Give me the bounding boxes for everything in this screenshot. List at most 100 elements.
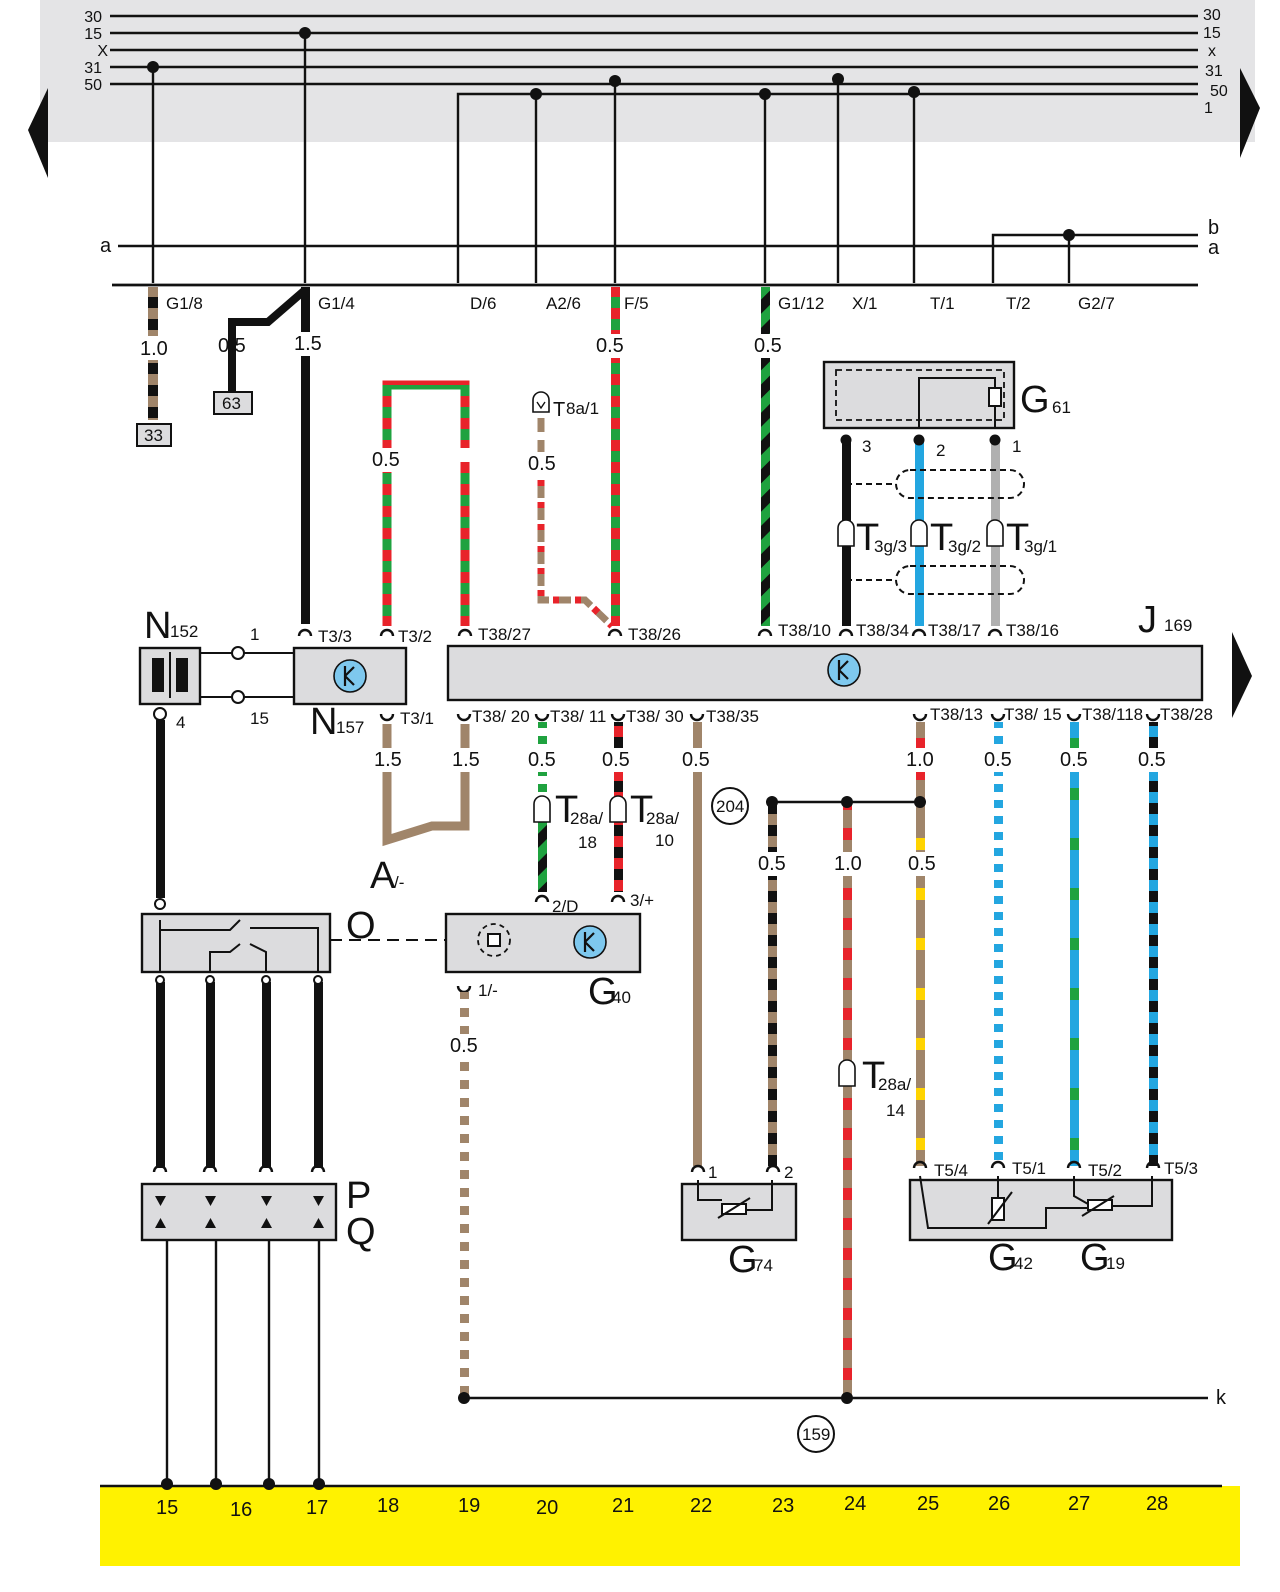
n152-main: N (144, 605, 171, 647)
pin-t38-13: T38/13 (930, 705, 983, 724)
wire-size-g1-4: 1.5 (294, 333, 322, 355)
wire-size-63: 0.5 (218, 335, 246, 357)
rail-label-left-31: 31 (84, 60, 102, 77)
connector-t28a14-pin: 14 (886, 1101, 905, 1120)
g74-pin-1: 1 (708, 1163, 717, 1182)
bus-label-g1-12: G1/12 (778, 294, 824, 313)
bus-label-d-6: D/6 (470, 294, 496, 313)
wire-size-bg-t3828 (1136, 748, 1172, 772)
shield-sleeves (846, 469, 1025, 595)
pin-t5-4: T5/4 (934, 1161, 968, 1180)
box-63-label: 63 (222, 394, 241, 413)
j169-main: J (1138, 599, 1157, 641)
pin-t3-1: T3/1 (400, 709, 434, 728)
column-27: 27 (1068, 1493, 1090, 1515)
g61-pin-1: 1 (1012, 437, 1021, 456)
rail-junctions (147, 27, 920, 100)
rail-label-right-31: 31 (1205, 63, 1223, 80)
bus-label-x-1: X/1 (852, 294, 878, 313)
j169-control-unit[interactable] (446, 644, 1204, 702)
g40-hall-sender[interactable] (444, 912, 642, 974)
pin-t38-28: T38/28 (1160, 705, 1213, 724)
g74-sub: 74 (754, 1256, 773, 1275)
junction-n152-o (154, 898, 166, 910)
top-rail-band (40, 0, 1255, 142)
connector-t28a-icons (533, 795, 627, 823)
column-15: 15 (156, 1497, 178, 1519)
wires-pq-to-ground (165, 1240, 321, 1486)
connector-t28a10-sub: 28a/ (646, 809, 679, 828)
ground-k-dot-left (458, 1392, 470, 1404)
g40-trigger-wheel-icon (477, 923, 511, 957)
nav-arrow-left-icon[interactable] (28, 88, 48, 178)
box-33-label: 33 (144, 426, 163, 445)
wire-t8a-dashed-red (537, 480, 615, 629)
wire-t38-20-low (538, 820, 547, 892)
bus-label-t-2: T/2 (1006, 294, 1031, 313)
wire-t38-30 (693, 722, 702, 1166)
wire-size-bg-g42a (904, 852, 940, 876)
wire-size-f5: 0.5 (596, 335, 624, 357)
wire-f5 (611, 287, 620, 626)
n152-terminal-1 (231, 646, 245, 660)
pin-t38-34: T38/34 (856, 621, 909, 640)
column-23: 23 (772, 1495, 794, 1517)
j169-transistor-glyph (837, 660, 849, 680)
wire-g74-2 (768, 804, 777, 1166)
spark-gap-icons (155, 1196, 324, 1228)
box-33 (136, 423, 172, 447)
wire-size-bg-t8a (526, 452, 562, 476)
bottom-ground-band (100, 1486, 1240, 1566)
g61-element-icon (988, 387, 1002, 407)
wire-size-mid: 1.0 (834, 853, 862, 875)
pin-t38-17: T38/17 (928, 621, 981, 640)
wire-size-g1-12: 0.5 (754, 335, 782, 357)
wire-mid-ground (843, 804, 852, 1396)
wire-n152-to-o (156, 720, 165, 898)
n157-main: N (310, 701, 337, 743)
pq-spark-plugs[interactable] (140, 1182, 338, 1242)
pin-t5-1: T5/1 (1012, 1159, 1046, 1178)
g40-sub: 40 (612, 988, 631, 1007)
g61-sub: 61 (1052, 398, 1071, 417)
o-switch-internal (159, 919, 319, 972)
g19-sub: 19 (1106, 1254, 1125, 1273)
wire-loop-break (455, 448, 475, 462)
bus-label-f-5: F/5 (624, 294, 649, 313)
bus-label-k: k (1216, 1387, 1227, 1409)
g61-pin-3: 3 (862, 437, 871, 456)
pin-t38-35: T38/35 (706, 707, 759, 726)
wire-t38-28 (1149, 722, 1158, 1166)
column-24: 24 (844, 1493, 866, 1515)
pin-t3-2: T3/2 (398, 627, 432, 646)
bus-label-a2-6: A2/6 (546, 294, 581, 313)
pin-t38-20: T38/ 20 (472, 707, 530, 726)
nav-arrow-right-icon[interactable] (1240, 68, 1260, 158)
connector-t8a-icon (532, 391, 550, 413)
g40-main: G (588, 971, 618, 1013)
rail-label-left-15: 15 (84, 26, 102, 43)
g74-pin-connectors (690, 1164, 781, 1173)
column-18: 18 (377, 1495, 399, 1517)
connector-t28a14-sub: 28a/ (878, 1075, 911, 1094)
g42-g19-sensor-box[interactable] (908, 1178, 1174, 1242)
wire-size-g74-2: 0.5 (758, 853, 786, 875)
wire-size-bg-mid (830, 852, 866, 876)
wire-size-t8a: 0.5 (528, 453, 556, 475)
wire-size-t38-27: 1.5 (452, 749, 480, 771)
g61-main: G (1020, 379, 1050, 421)
pin-t3-3: T3/3 (318, 627, 352, 646)
wire-size-bg-t3811 (600, 748, 636, 772)
pin-t38-27: T38/27 (478, 625, 531, 644)
n152-pin-15: 15 (250, 709, 269, 728)
wire-to-63 (228, 286, 308, 392)
bus-lines (112, 233, 1198, 287)
wire-a-ground (382, 724, 470, 847)
page-continue-arrow-icon[interactable] (1232, 632, 1252, 718)
rail-label-right-x: x (1208, 43, 1216, 60)
wire-t8a-dashed (537, 418, 615, 629)
wire-size-bg-t31 (372, 748, 408, 772)
a-sub: /- (394, 873, 404, 892)
connector-t8a-sub: 8a/1 (566, 399, 599, 418)
bus-label-t-1: T/1 (930, 294, 955, 313)
